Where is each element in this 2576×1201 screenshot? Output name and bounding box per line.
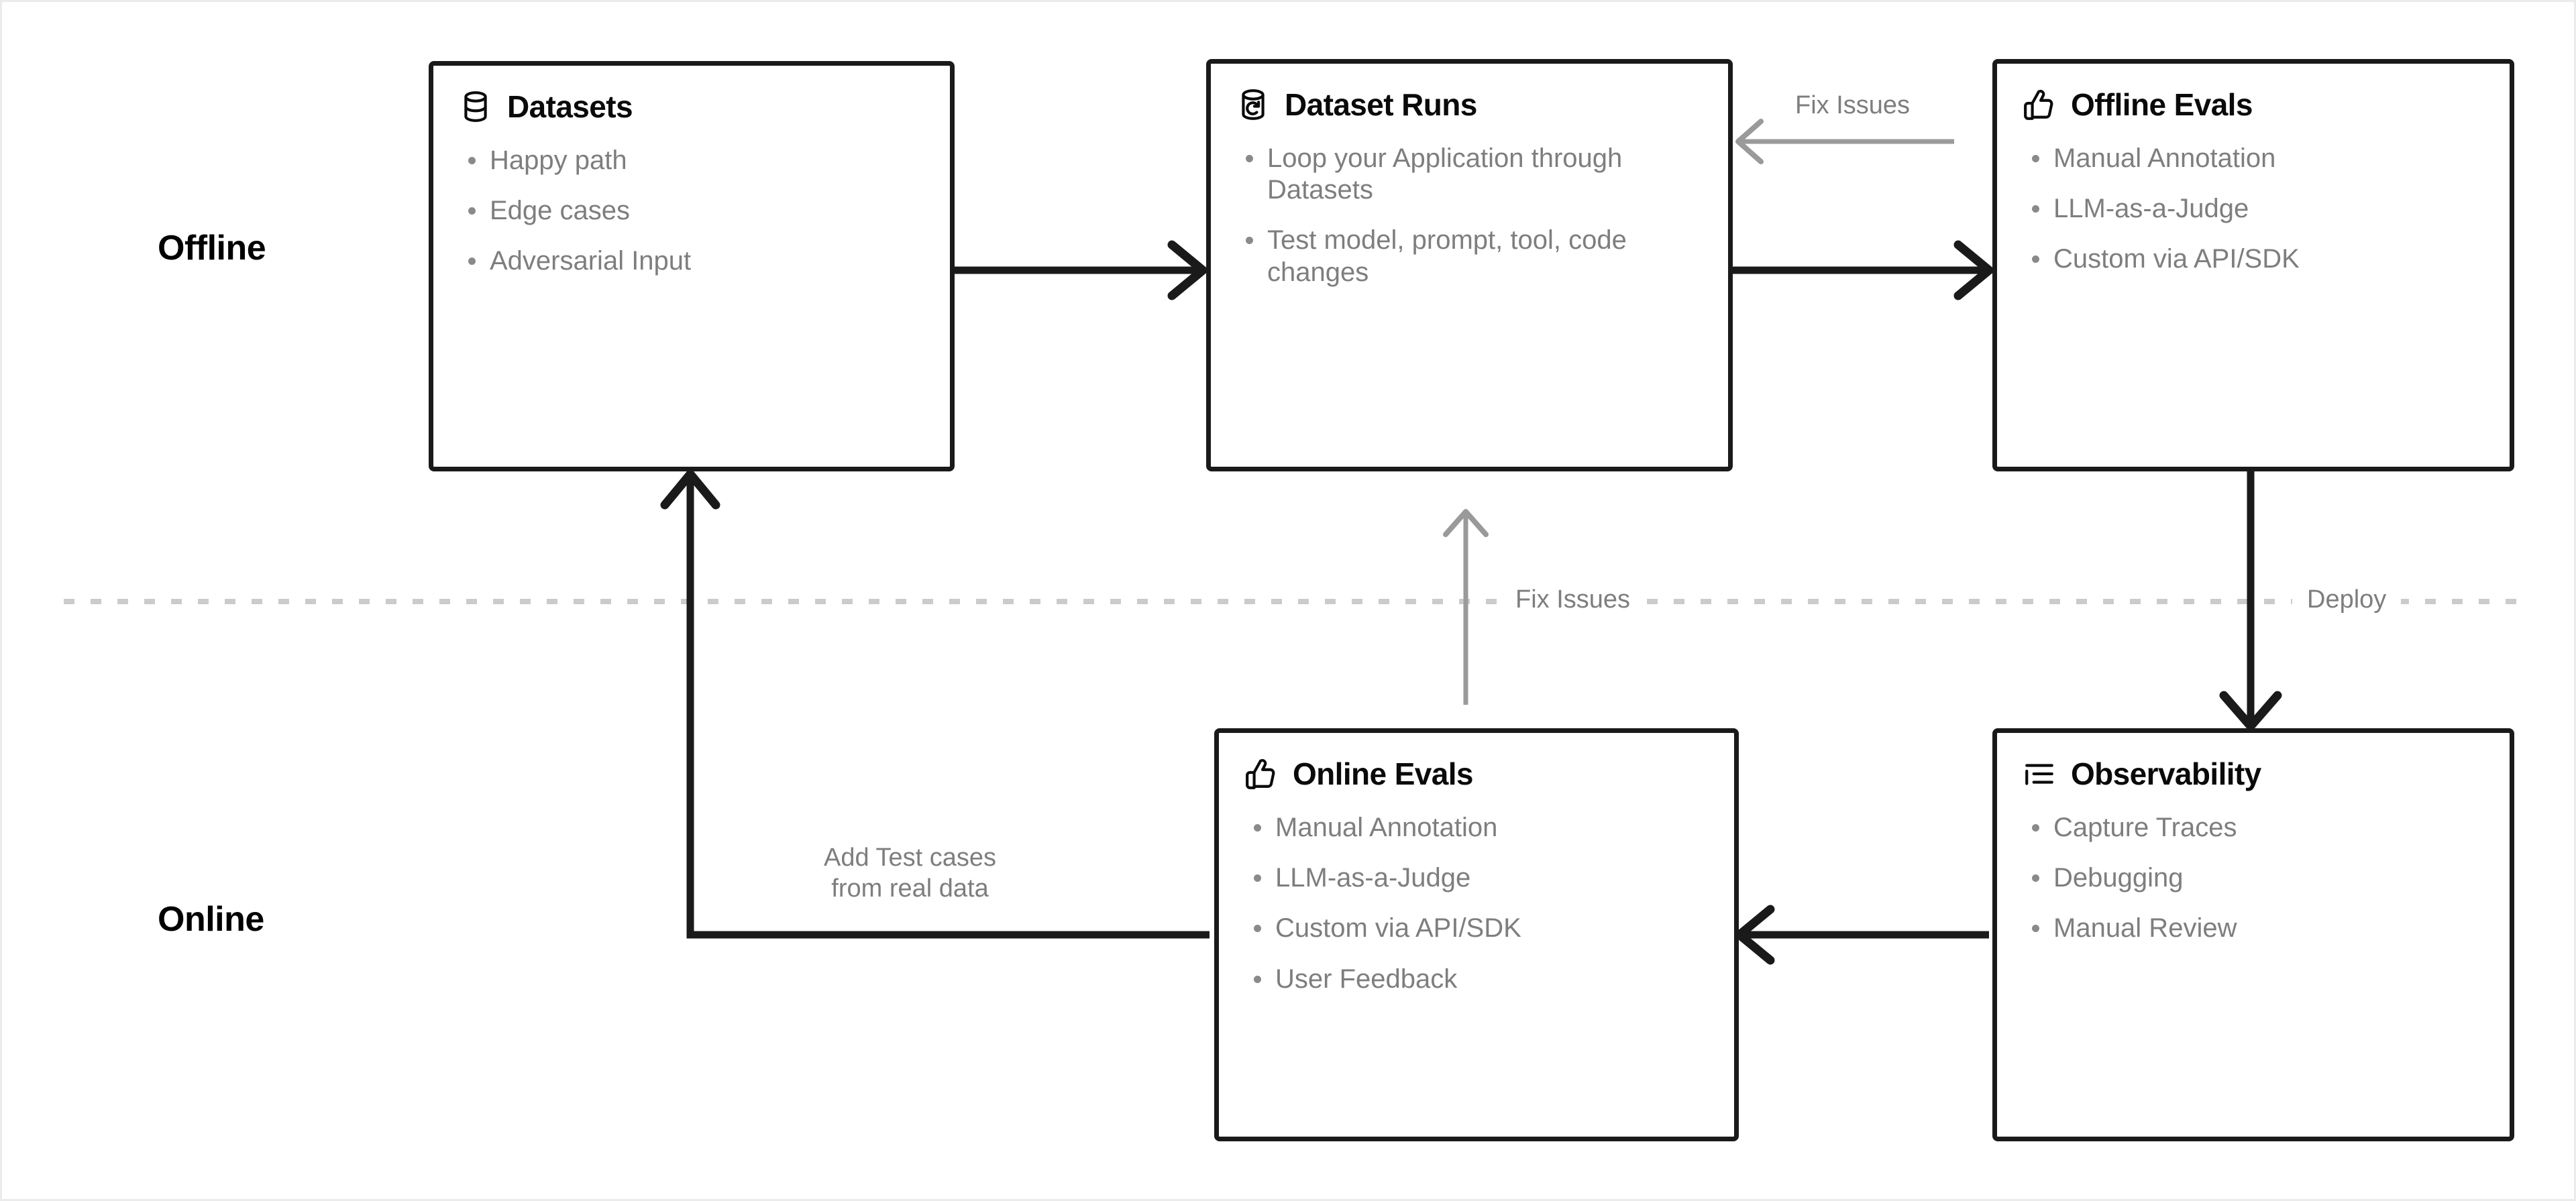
list-item: Custom via API/SDK — [1244, 913, 1709, 944]
node-online-evals-title: Online Evals — [1293, 756, 1474, 791]
swimlane-label-offline: Offline — [158, 229, 266, 268]
node-offline-evals[interactable]: Offline Evals Manual Annotation LLM-as-a… — [1992, 59, 2514, 471]
node-offline-evals-title: Offline Evals — [2071, 87, 2253, 122]
edge-datasets-to-dataset-runs — [955, 240, 1208, 300]
list-item: LLM-as-a-Judge — [1244, 862, 1709, 894]
node-datasets[interactable]: Datasets Happy path Edge cases Adversari… — [429, 61, 955, 471]
edge-dataset-runs-to-offline-evals — [1733, 240, 1994, 300]
edge-deploy — [2219, 471, 2282, 731]
node-datasets-list: Happy path Edge cases Adversarial Input — [459, 145, 924, 278]
edge-label-add-test-cases: Add Test cases from real data — [813, 843, 1008, 905]
edge-observability-to-online-evals — [1735, 905, 1989, 965]
list-item: Edge cases — [459, 195, 924, 227]
database-refresh-icon — [1236, 88, 1270, 121]
node-offline-evals-list: Manual Annotation LLM-as-a-Judge Custom … — [2023, 143, 2484, 276]
node-datasets-title: Datasets — [507, 89, 633, 124]
node-dataset-runs-title: Dataset Runs — [1285, 87, 1477, 122]
node-dataset-runs[interactable]: Dataset Runs Loop your Application throu… — [1206, 59, 1733, 471]
list-item: Custom via API/SDK — [2023, 243, 2484, 275]
edge-label-add-test-cases-line1: Add Test cases — [824, 844, 997, 872]
list-item: Debugging — [2023, 862, 2484, 894]
node-dataset-runs-header: Dataset Runs — [1236, 87, 1703, 123]
node-datasets-header: Datasets — [459, 89, 924, 125]
list-item: Loop your Application through Datasets — [1236, 143, 1703, 206]
list-item: Capture Traces — [2023, 812, 2484, 844]
node-dataset-runs-list: Loop your Application through Datasets T… — [1236, 143, 1703, 288]
thumbs-up-icon — [2023, 88, 2056, 121]
list-item: User Feedback — [1244, 964, 1709, 995]
edge-fix-issues-top — [1735, 119, 1954, 164]
list-item: Manual Annotation — [1244, 812, 1709, 844]
list-item: LLM-as-a-Judge — [2023, 193, 2484, 225]
list-item: Manual Review — [2023, 913, 2484, 944]
node-observability-header: Observability — [2023, 756, 2484, 792]
node-observability[interactable]: Observability Capture Traces Debugging M… — [1992, 728, 2514, 1141]
database-icon — [459, 90, 492, 123]
node-online-evals-list: Manual Annotation LLM-as-a-Judge Custom … — [1244, 812, 1709, 995]
edge-label-add-test-cases-line2: from real data — [831, 874, 989, 903]
edge-label-deploy: Deploy — [2292, 585, 2402, 616]
edge-add-test-cases — [660, 469, 1210, 939]
node-observability-list: Capture Traces Debugging Manual Review — [2023, 812, 2484, 945]
edge-label-fix-issues-middle: Fix Issues — [1501, 585, 1646, 616]
node-online-evals-header: Online Evals — [1244, 756, 1709, 792]
node-offline-evals-header: Offline Evals — [2023, 87, 2484, 123]
node-observability-title: Observability — [2071, 756, 2261, 791]
list-item: Test model, prompt, tool, code changes — [1236, 225, 1703, 288]
list-item: Manual Annotation — [2023, 143, 2484, 174]
list-tree-icon — [2023, 757, 2056, 791]
list-item: Adversarial Input — [459, 245, 924, 277]
edge-label-fix-issues-top: Fix Issues — [1787, 91, 1919, 121]
node-online-evals[interactable]: Online Evals Manual Annotation LLM-as-a-… — [1214, 728, 1739, 1141]
swimlane-label-online: Online — [158, 900, 264, 939]
thumbs-up-icon — [1244, 757, 1278, 791]
edge-fix-issues-middle — [1443, 509, 1489, 705]
list-item: Happy path — [459, 145, 924, 176]
